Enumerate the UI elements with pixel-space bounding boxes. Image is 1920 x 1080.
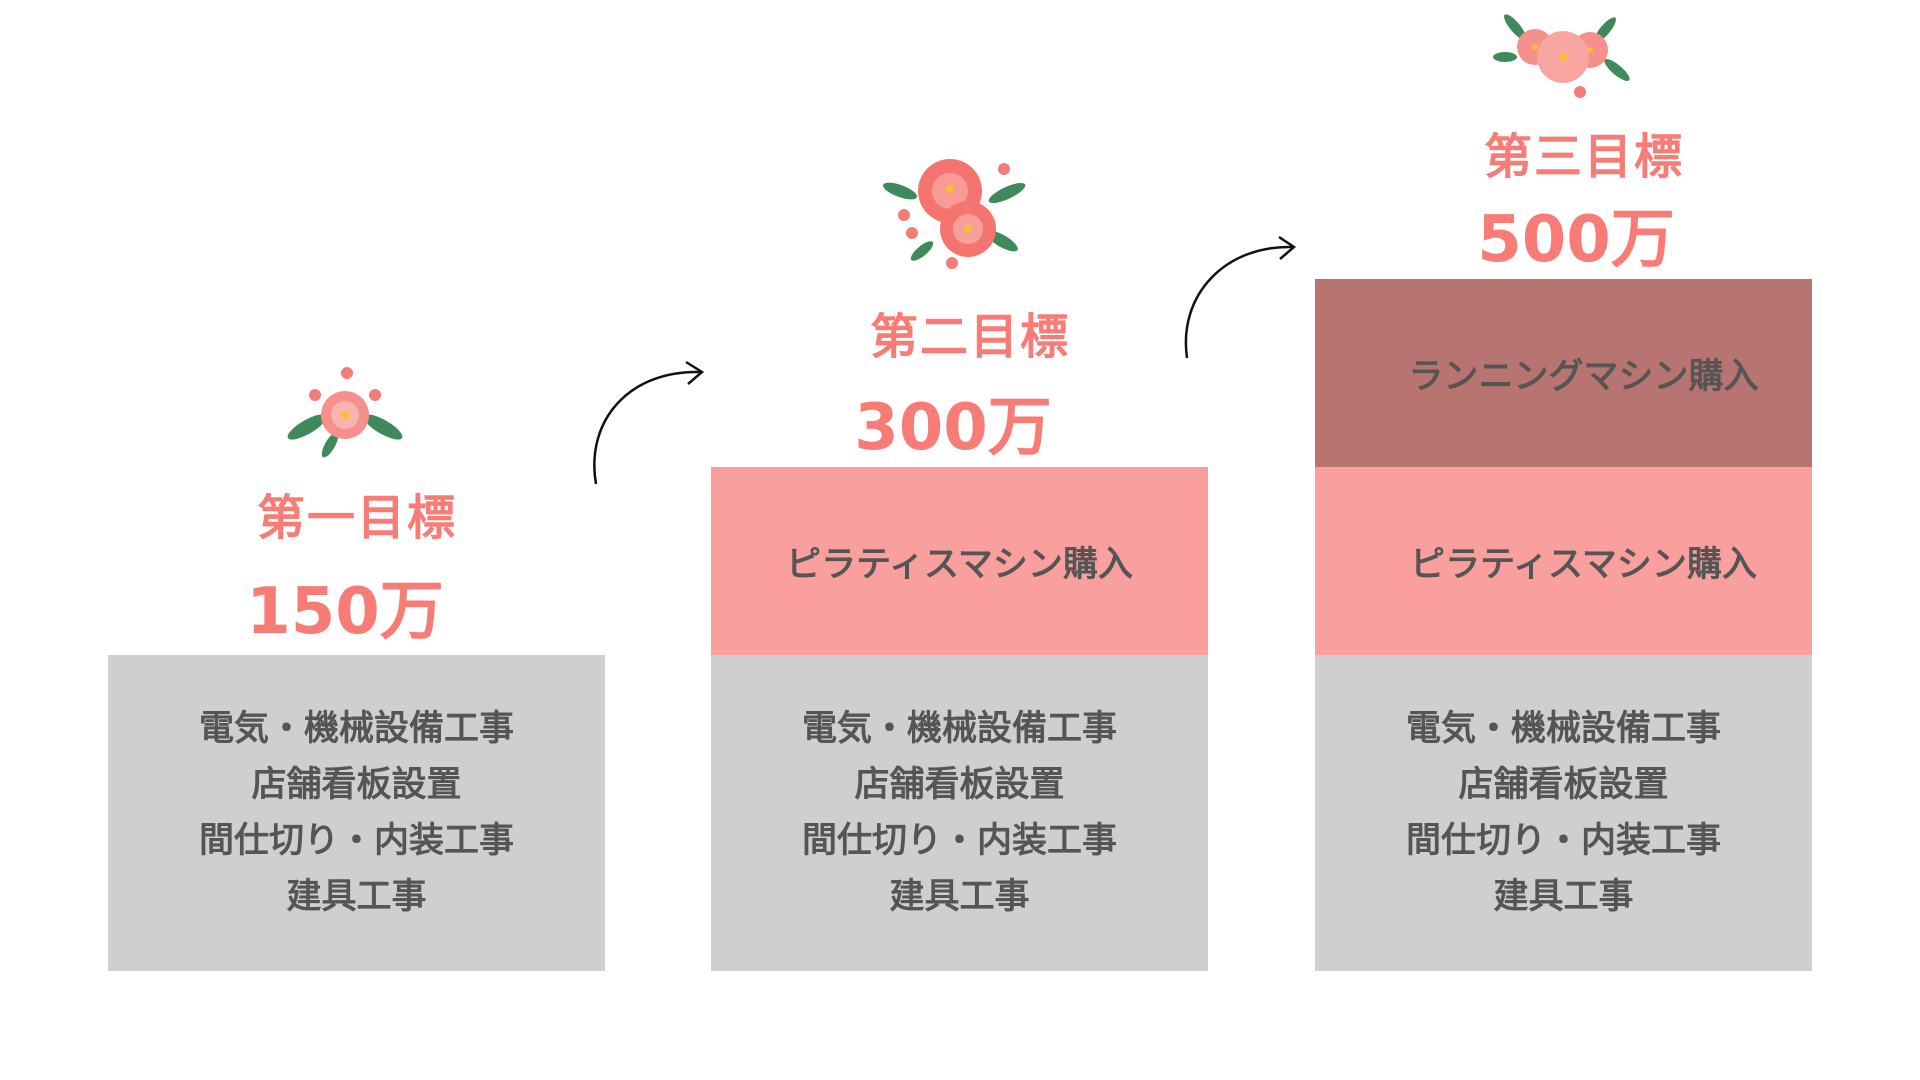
base-item: 店舗看板設置 [251,765,462,805]
base-item: 建具工事 [286,877,427,917]
base-item: 電気・機械設備工事 [801,709,1117,749]
base-item: 間仕切り・内装工事 [1405,821,1721,861]
base-item: 電気・機械設備工事 [198,709,514,749]
base-item: 建具工事 [1493,877,1634,917]
flower-icon [287,367,403,458]
goal-3-pilates-box: ピラティスマシン購入 [1315,467,1812,655]
goal-3-base-box: 電気・機械設備工事 店舗看板設置 間仕切り・内装工事 建具工事 [1315,655,1812,971]
base-item: 電気・機械設備工事 [1405,709,1721,749]
extra-item: ピラティスマシン購入 [786,544,1133,585]
goal-2-base-box: 電気・機械設備工事 店舗看板設置 間仕切り・内装工事 建具工事 [711,655,1208,971]
base-item: 店舗看板設置 [854,765,1065,805]
base-item: 建具工事 [889,877,1030,917]
base-item: 間仕切り・内装工事 [801,821,1117,861]
flower-icon [1493,14,1630,98]
goal-1-base-box: 電気・機械設備工事 店舗看板設置 間仕切り・内装工事 建具工事 [108,655,605,971]
base-item: 間仕切り・内装工事 [198,821,514,861]
goal-2-title: 第二目標 [869,309,1070,365]
extra-item: ピラティスマシン購入 [1410,544,1757,585]
goal-3-amount: 500万 [1477,203,1675,277]
goal-3-title: 第三目標 [1483,129,1684,185]
goal-2-pilates-box: ピラティスマシン購入 [711,467,1208,655]
goal-1-title: 第一目標 [256,490,457,546]
flower-icon [882,159,1026,269]
goal-3-running-box: ランニングマシン購入 [1315,279,1812,467]
extra-item: ランニングマシン購入 [1408,356,1759,397]
base-item: 店舗看板設置 [1458,765,1669,805]
goal-2-amount: 300万 [854,391,1052,465]
goal-1-amount: 150万 [246,575,444,649]
